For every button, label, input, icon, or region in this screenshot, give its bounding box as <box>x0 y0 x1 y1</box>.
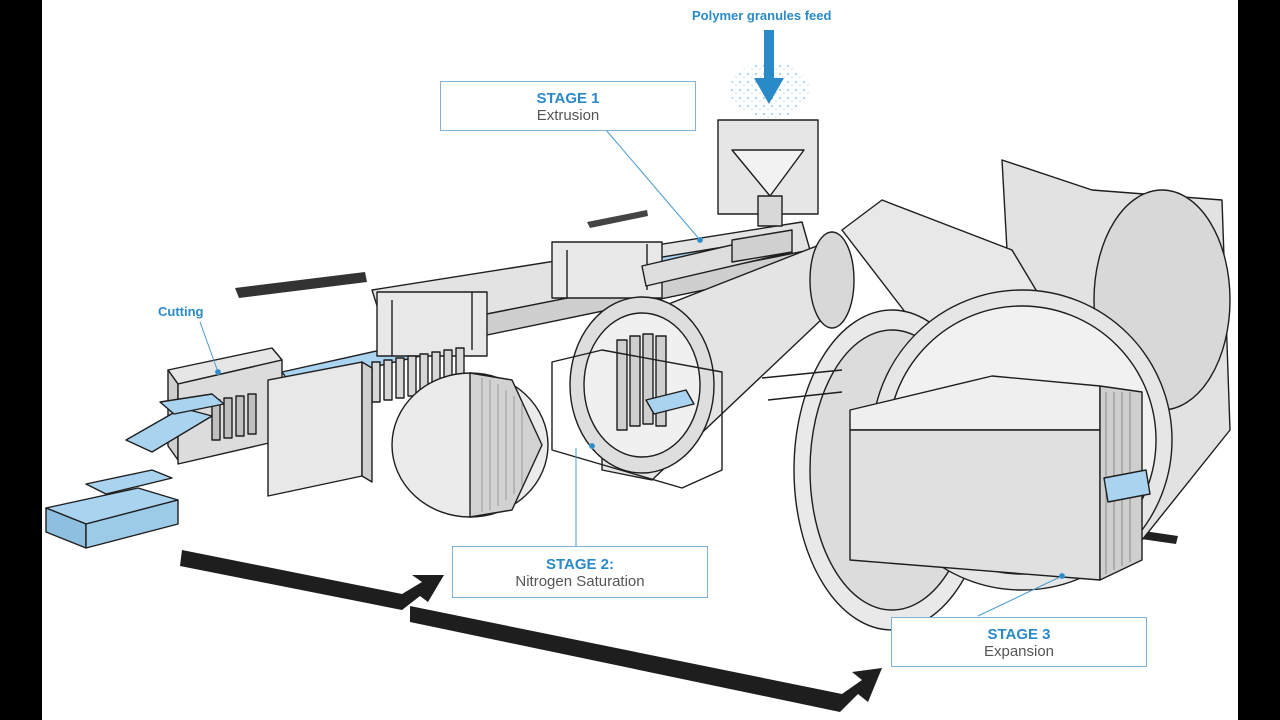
stage2-title: STAGE 2: <box>545 556 615 573</box>
stage3-title: STAGE 3 <box>987 626 1051 643</box>
flow-arrow-icon <box>180 550 444 610</box>
down-arrow-icon <box>754 30 784 104</box>
stage1-title: STAGE 1 <box>536 90 600 107</box>
stage2-name: Nitrogen Saturation <box>515 573 645 590</box>
feed-label: Polymer granules feed <box>692 8 832 23</box>
flow-arrow-icon <box>235 272 367 298</box>
stage3-label-box: STAGE 3 Expansion <box>891 617 1147 667</box>
saturation-vessel <box>391 231 855 518</box>
stage3-name: Expansion <box>983 643 1055 660</box>
expansion-vessel <box>761 159 1231 631</box>
machinery-illustration <box>45 30 1231 712</box>
cutting-label: Cutting <box>158 304 204 319</box>
process-diagram: Polymer granules feed Cutting STAGE 1 Ex… <box>42 0 1238 720</box>
flow-arrow-icon <box>410 606 882 712</box>
flow-arrow-icon <box>587 210 648 228</box>
stage1-label-box: STAGE 1 Extrusion <box>440 81 696 131</box>
stage2-label-box: STAGE 2: Nitrogen Saturation <box>452 546 708 598</box>
cutting-station <box>45 347 373 549</box>
stage1-name: Extrusion <box>536 107 600 124</box>
extrusion-line <box>281 119 819 403</box>
leader-lines <box>199 129 1065 617</box>
